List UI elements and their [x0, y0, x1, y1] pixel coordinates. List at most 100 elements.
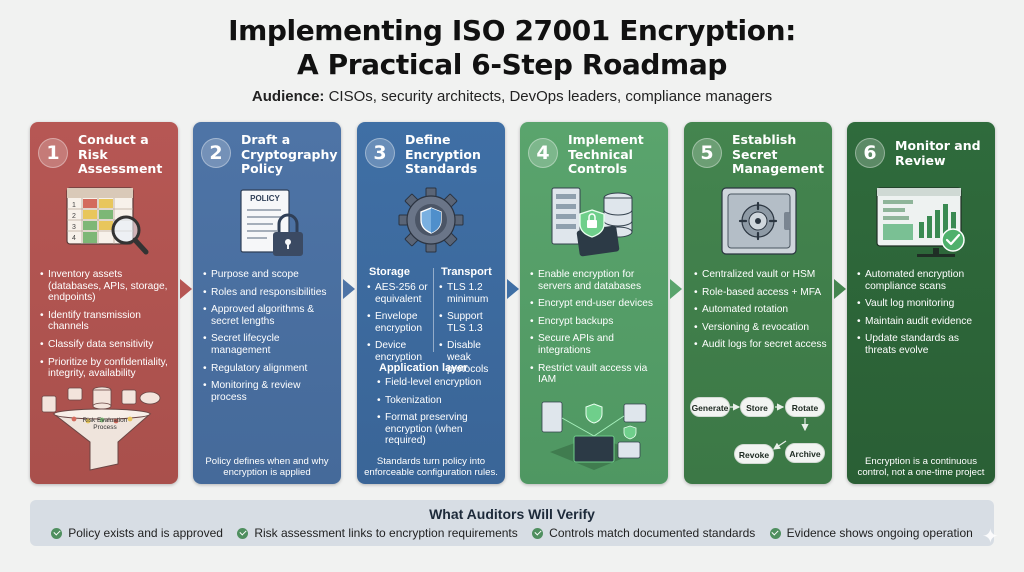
- arrow-5-6: [834, 279, 846, 299]
- check-icon: [532, 527, 544, 539]
- list-item: Restrict vault access via IAM: [530, 363, 664, 386]
- step-title: Monitor and Review: [895, 138, 981, 168]
- list-item: Format preserving encryption (when requi…: [377, 412, 497, 447]
- list-item: Encrypt end-user devices: [530, 298, 664, 310]
- list-item: AES-256 or equivalent: [367, 282, 433, 305]
- audience-line: Audience: CISOs, security architects, De…: [0, 88, 1024, 105]
- column-divider: [433, 268, 434, 352]
- svg-text:4: 4: [72, 235, 76, 242]
- list-item: Regulatory alignment: [203, 363, 337, 375]
- step-number: 6: [855, 138, 885, 168]
- step-bullets: Purpose and scope Roles and responsibili…: [203, 269, 337, 409]
- funnel-label: Risk Evaluation Process: [82, 417, 128, 432]
- list-item: Centralized vault or HSM: [694, 269, 828, 281]
- step-card-2: 2 Draft a Cryptography Policy POLICY Pur…: [193, 122, 341, 484]
- arrow-3-4: [507, 279, 519, 299]
- list-item: Identify transmission channels: [40, 310, 174, 333]
- header: Implementing ISO 27001 Encryption: A Pra…: [0, 14, 1024, 105]
- list-item: Automated rotation: [694, 304, 828, 316]
- step-number: 5: [692, 138, 722, 168]
- lifecycle-store: Store: [740, 397, 774, 417]
- step-footer: Encryption is a continuous control, not …: [857, 456, 985, 478]
- step-number: 4: [528, 138, 558, 168]
- svg-text:3: 3: [72, 224, 76, 231]
- step-number: 1: [38, 138, 68, 168]
- svg-text:2: 2: [72, 213, 76, 220]
- audience-label: Audience:: [251, 88, 325, 105]
- list-item: Roles and responsibilities: [203, 287, 337, 299]
- sparkle-icon: ✦: [982, 526, 999, 548]
- step-title: Implement Technical Controls: [568, 132, 644, 176]
- list-item: Field-level encryption: [377, 377, 497, 389]
- list-item: Purpose and scope: [203, 269, 337, 281]
- step-footer: Policy defines when and why encryption i…: [205, 456, 329, 478]
- step-card-3: 3 Define Encryption Standards Storage Tr…: [357, 122, 505, 484]
- list-item: Envelope encryption: [367, 311, 433, 334]
- auditor-item: Policy exists and is approved: [51, 526, 223, 540]
- list-item: Disable weak protocols: [439, 340, 501, 375]
- list-item: TLS 1.2 minimum: [439, 282, 501, 305]
- auditor-item: Evidence shows ongoing operation: [769, 526, 973, 540]
- title-line-1: Implementing ISO 27001 Encryption:: [228, 14, 796, 47]
- list-item: Versioning & revocation: [694, 322, 828, 334]
- auditor-item: Controls match documented standards: [532, 526, 755, 540]
- auditor-item-text: Risk assessment links to encryption requ…: [254, 526, 518, 540]
- check-icon: [769, 527, 781, 539]
- policy-document-lock-icon: [240, 189, 303, 256]
- auditors-title: What Auditors Will Verify: [429, 506, 595, 522]
- auditor-item: Risk assessment links to encryption requ…: [237, 526, 518, 540]
- spreadsheet-magnifier-icon: 1 2 3 4: [66, 187, 149, 255]
- gear-shield-icon: [398, 187, 464, 253]
- step-bullets: Enable encryption for servers and databa…: [530, 269, 664, 392]
- step-card-4: 4 Implement Technical Controls Enable en…: [520, 122, 668, 484]
- dashboard-monitor-icon: [876, 187, 965, 257]
- auditor-item-text: Evidence shows ongoing operation: [786, 526, 973, 540]
- step-title: Define Encryption Standards: [405, 132, 481, 176]
- step-title: Draft a Cryptography Policy: [241, 132, 338, 176]
- arrow-2-3: [343, 279, 355, 299]
- check-icon: [237, 527, 249, 539]
- list-item: Prioritize by confidentiality, integrity…: [40, 357, 174, 380]
- auditors-items: Policy exists and is approved Risk asses…: [30, 526, 994, 540]
- step-card-5: 5 Establish Secret Management Centralize…: [684, 122, 832, 484]
- step-bullets: Inventory assets (databases, APIs, stora…: [40, 269, 174, 386]
- list-item: Device encryption: [367, 340, 433, 363]
- list-item: Tokenization: [377, 395, 497, 407]
- auditor-item-text: Controls match documented standards: [549, 526, 756, 540]
- step-number: 3: [365, 138, 395, 168]
- step-bullets: Centralized vault or HSM Role-based acce…: [694, 269, 828, 357]
- svg-text:1: 1: [72, 202, 76, 209]
- lifecycle-archive: Archive: [785, 443, 825, 463]
- step-footer: Standards turn policy into enforceable c…: [364, 456, 498, 478]
- list-item: Classify data sensitivity: [40, 339, 174, 351]
- app-layer-heading: Application layer: [379, 362, 468, 374]
- list-item: Support TLS 1.3: [439, 311, 501, 334]
- transport-list: TLS 1.2 minimum Support TLS 1.3 Disable …: [439, 282, 501, 381]
- audience-text: CISOs, security architects, DevOps leade…: [324, 88, 773, 105]
- list-item: Role-based access + MFA: [694, 287, 828, 299]
- arrow-4-5: [670, 279, 682, 299]
- list-item: Update standards as threats evolve: [857, 333, 991, 356]
- step-card-1: 1 Conduct a Risk Assessment 1 2 3 4 Inve…: [30, 122, 178, 484]
- title-line-2: A Practical 6-Step Roadmap: [297, 48, 727, 81]
- step-title: Conduct a Risk Assessment: [78, 132, 163, 176]
- list-item: Maintain audit evidence: [857, 316, 991, 328]
- vault-icon: [721, 187, 797, 255]
- server-database-lock-icon: [551, 187, 633, 257]
- lifecycle-revoke: Revoke: [734, 444, 774, 464]
- lifecycle-generate: Generate: [690, 397, 730, 417]
- auditors-panel: What Auditors Will Verify Policy exists …: [30, 500, 994, 546]
- list-item: Vault log monitoring: [857, 298, 991, 310]
- list-item: Secret lifecycle management: [203, 333, 337, 356]
- funnel-icon: [41, 386, 161, 471]
- app-layer-list: Field-level encryption Tokenization Form…: [377, 377, 497, 453]
- list-item: Inventory assets (databases, APIs, stora…: [40, 269, 174, 304]
- step-title: Establish Secret Management: [732, 132, 825, 176]
- auditor-item-text: Policy exists and is approved: [68, 526, 223, 540]
- storage-heading: Storage: [369, 266, 410, 278]
- list-item: Audit logs for secret access: [694, 339, 828, 351]
- step-number: 2: [201, 138, 231, 168]
- list-item: Approved algorithms & secret lengths: [203, 304, 337, 327]
- step-card-6: 6 Monitor and Review Automated encryptio…: [847, 122, 995, 484]
- policy-doc-label: POLICY: [250, 194, 280, 203]
